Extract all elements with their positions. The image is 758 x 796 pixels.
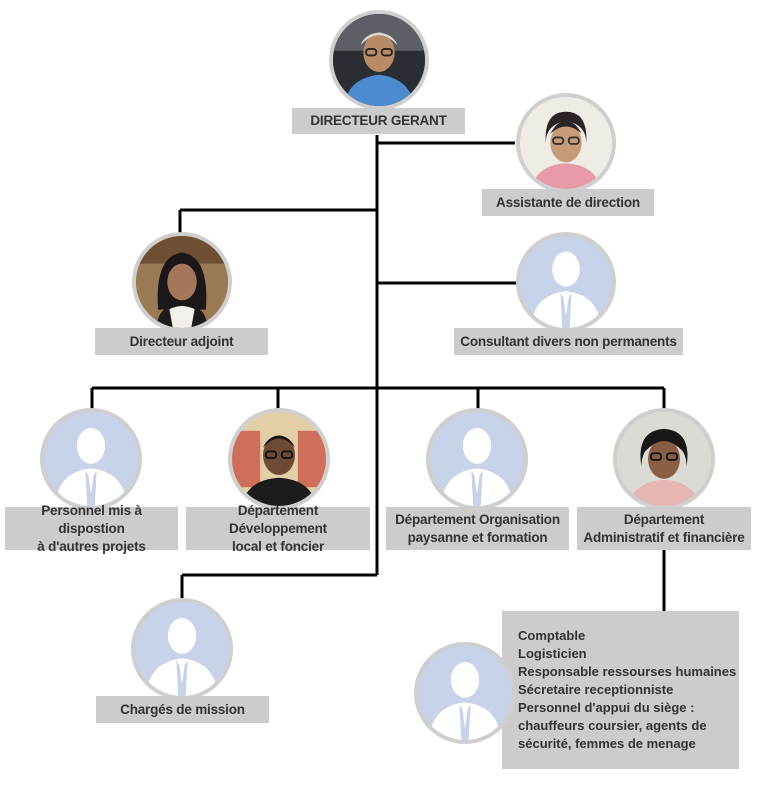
staff-item: Comptable — [518, 628, 586, 643]
assistante-label: Assistante de direction — [482, 189, 654, 216]
directeur-gerant-photo — [329, 10, 429, 110]
dept-admin-label-line2: Administratif et financière — [583, 529, 745, 545]
dept-org-label-line2: paysanne et formation — [407, 529, 548, 545]
charges-photo — [131, 598, 233, 700]
assistante-photo — [516, 93, 616, 193]
staff-item: sécurité, femmes de menage — [518, 736, 696, 751]
directeur-gerant-label: DIRECTEUR GERANT — [292, 108, 465, 134]
staff-photo — [414, 642, 516, 744]
personnel-label-line2: à d'autres projets — [37, 538, 146, 554]
dept-dev-label-line1: Département Développement — [229, 502, 327, 536]
consultant-photo — [516, 232, 616, 332]
person-placeholder-icon — [135, 602, 229, 696]
staff-item: Sécretaire receptionniste — [518, 682, 674, 697]
personnel-label-line1: Personnel mis à dispostion — [41, 502, 142, 536]
dept-admin-photo — [613, 408, 715, 510]
personnel-photo — [40, 408, 142, 510]
dept-dev-label: Département Développement local et foncie… — [186, 503, 370, 554]
dept-org-label-line1: Département Organisation — [395, 511, 560, 527]
consultant-label: Consultant divers non permanents — [454, 328, 683, 355]
person-placeholder-icon — [430, 412, 524, 506]
dept-dev-label-line2: local et foncier — [231, 538, 325, 554]
dept-org-label: Département Organisation paysanne et form… — [386, 507, 569, 550]
person-placeholder-icon — [44, 412, 138, 506]
directeur-adjoint-label: Directeur adjoint — [95, 328, 268, 355]
directeur-adjoint-photo — [132, 232, 232, 332]
staff-item: Personnel d'appui du siège : — [518, 700, 695, 715]
dept-org-photo — [426, 408, 528, 510]
person-placeholder-icon — [418, 646, 512, 740]
dept-dev-photo — [228, 408, 330, 510]
dept-admin-label-line1: Département — [623, 511, 705, 527]
charges-label: Chargés de mission — [96, 696, 269, 723]
staff-list-box: Comptable Logisticien Responsable ressou… — [502, 611, 739, 769]
personnel-label: Personnel mis à dispostion à d'autres pro… — [5, 503, 178, 554]
staff-item: Responsable ressourses humaines — [518, 664, 737, 679]
person-placeholder-icon — [520, 236, 612, 328]
staff-item: Logisticien — [518, 646, 587, 661]
staff-item: chauffeurs coursier, agents de — [518, 718, 707, 733]
